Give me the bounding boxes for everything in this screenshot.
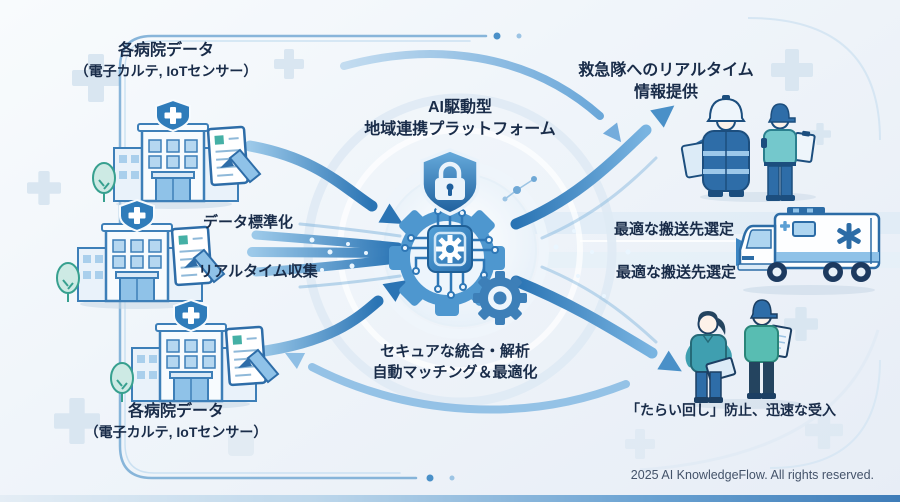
small-gear-icon (473, 271, 527, 325)
secure-integration-line1: セキュアな統合・解析 (380, 343, 530, 360)
medical-cross-decor (27, 49, 843, 459)
shield-lock-icon (420, 148, 480, 216)
hospital-icon (91, 98, 262, 211)
flow-arc-top (340, 50, 622, 143)
realtime-collection-label: リアルタイム収集 (198, 263, 318, 280)
ems-realtime-line1: 救急隊へのリアルタイム (578, 62, 754, 79)
flow-arrows-left (244, 140, 435, 358)
transport-selection-label-bottom: 最適な搬送先選定 (615, 264, 737, 281)
data-standardization-label: データ標準化 (202, 214, 294, 231)
ems-realtime-line2: 情報提供 (633, 84, 698, 102)
secure-integration-line2: 自動マッチング＆最適化 (372, 364, 538, 381)
hospital-data-label-top: 各病院データ （電子カルテ, IoTセンサー） (75, 40, 258, 82)
hospital-data-bottom-line1: 各病院データ (127, 403, 224, 420)
copyright-text: 2025 AI KnowledgeFlow. All rights reserv… (630, 468, 874, 482)
transport-selection-label-top: 最適な搬送先選定 (613, 221, 735, 238)
ai-chip-icon (401, 201, 499, 299)
platform-title: AI駆動型 地域連携プラットフォーム (364, 97, 556, 142)
data-sparkles (309, 229, 631, 298)
nurse-icon (685, 311, 737, 403)
ambulance-icon (737, 207, 881, 295)
ems-team-group (680, 95, 816, 202)
ems-realtime-label: 救急隊へのリアルタイム 情報提供 (578, 60, 754, 105)
hospital-data-top-line2: （電子カルテ, IoTセンサー） (74, 63, 258, 80)
bottom-accent-bar (0, 495, 900, 502)
hospital-team-group (685, 299, 802, 409)
flow-arrows-right (510, 105, 764, 372)
hospital-staff-icon (744, 299, 793, 399)
platform-title-line1: AI駆動型 (427, 99, 492, 116)
acceptance-label: 「たらい回し」防止、迅速な受入 (626, 402, 836, 418)
hospital-icon (55, 198, 226, 311)
secure-integration-label: セキュアな統合・解析 自動マッチング＆最適化 (372, 341, 537, 383)
hospital-data-label-bottom: 各病院データ （電子カルテ, IoTセンサー） (85, 401, 268, 443)
platform-title-line2: 地域連携プラットフォーム (364, 121, 556, 139)
hospital-data-bottom-line2: （電子カルテ, IoTセンサー） (84, 424, 268, 441)
flow-arc-return (284, 352, 630, 414)
hospital-data-top-line1: 各病院データ (117, 42, 214, 59)
hospital-icon (109, 298, 280, 411)
network-node-dots (502, 176, 537, 202)
paramedic-icon (761, 103, 816, 201)
firefighter-icon (680, 95, 750, 197)
